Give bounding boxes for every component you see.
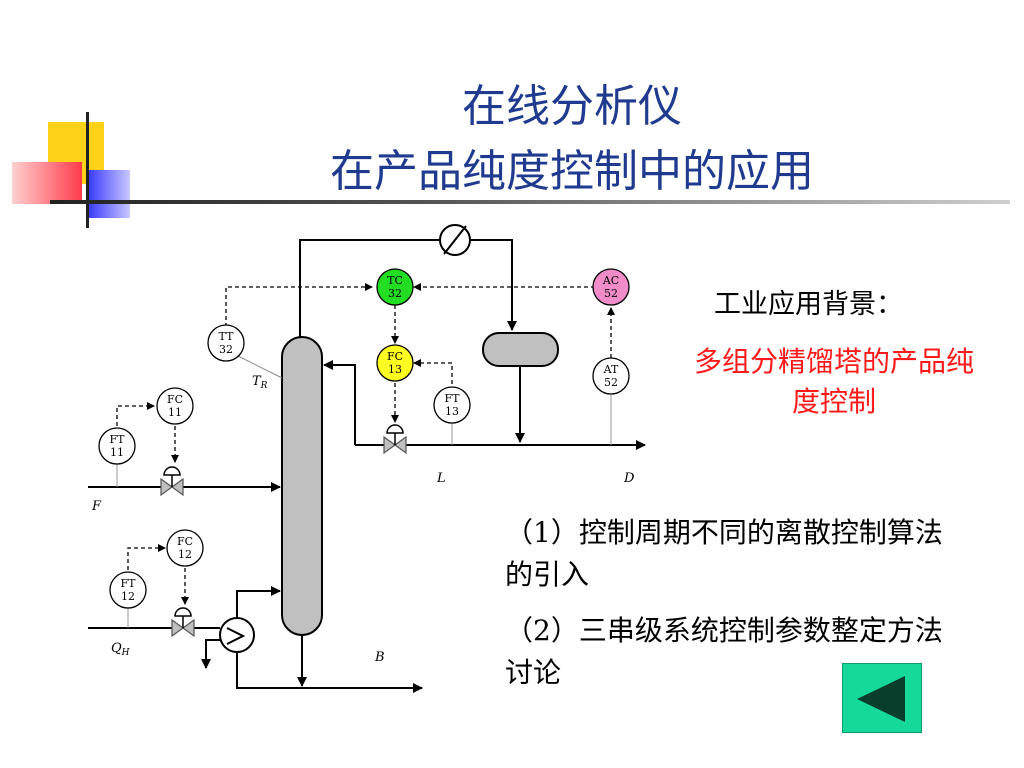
instrument-tag: TT [219,330,235,343]
instrument-tag: FC [387,350,403,363]
instrument-number: 13 [445,405,459,418]
point-2: （2）三串级系统控制参数整定方法讨论 [505,614,943,689]
instrument-tag: FT [121,577,137,590]
point-1: （1）控制周期不同的离散控制算法的引入 [505,516,943,591]
qh-label: QH [111,641,130,658]
deco-blue-square [88,170,130,218]
instrument-number: 32 [219,343,233,356]
triangle-left-icon [857,676,905,722]
reboiler-condensate-line [201,639,221,669]
deco-vertical-line [86,112,89,228]
ft11-to-fc11-signal [116,402,155,433]
ft13-to-fc13-signal [413,359,453,391]
f-label: F [91,499,102,514]
b-label: B [374,650,385,665]
reflux-control-valve [383,424,407,455]
condenser-icon [439,224,471,256]
background-description: 多组分精馏塔的产品纯度控制 [694,345,975,418]
deco-red-square [12,162,82,204]
tt32-sensor-line [237,355,283,379]
background-heading: 工业应用背景： [714,289,903,320]
heating-control-valve [171,607,195,638]
instrument-number: 52 [604,287,618,300]
reflux-line [323,360,356,445]
l-label: L [436,471,446,486]
instrument-tag: AT [603,363,619,376]
ft12-to-fc12-signal [127,544,166,577]
instrument-number: 13 [388,363,402,376]
reboiler-vapor-line [236,586,281,618]
instrument-number: 12 [178,548,192,561]
instrument-tag: FC [167,393,183,406]
tr-label: TR [252,374,268,391]
d-label: D [623,471,635,486]
title-rule [50,200,1010,204]
reflux-drum [482,332,559,367]
instrument-number: 11 [168,406,182,419]
distillation-column [281,336,323,636]
instrument-tag: FT [445,392,461,405]
slide-subtitle: 在产品纯度控制中的应用 [330,146,814,197]
instrument-number: 32 [388,287,402,300]
instrument-tag: FT [110,433,126,446]
instrument-number: 11 [110,446,124,459]
instrument-number: 52 [604,376,618,389]
reboiler-icon [219,617,255,653]
overhead-vapor-line [299,239,440,337]
slide-title: 在线分析仪 [462,81,682,132]
instrument-number: 12 [121,590,135,603]
bottoms-line [236,652,423,693]
instrument-tag: TC [387,274,403,287]
instrument-tag: FC [177,535,193,548]
condenser-outlet-line [470,239,517,331]
back-button[interactable] [842,663,922,733]
feed-control-valve [160,466,184,497]
instrument-tag: AC [602,274,619,287]
